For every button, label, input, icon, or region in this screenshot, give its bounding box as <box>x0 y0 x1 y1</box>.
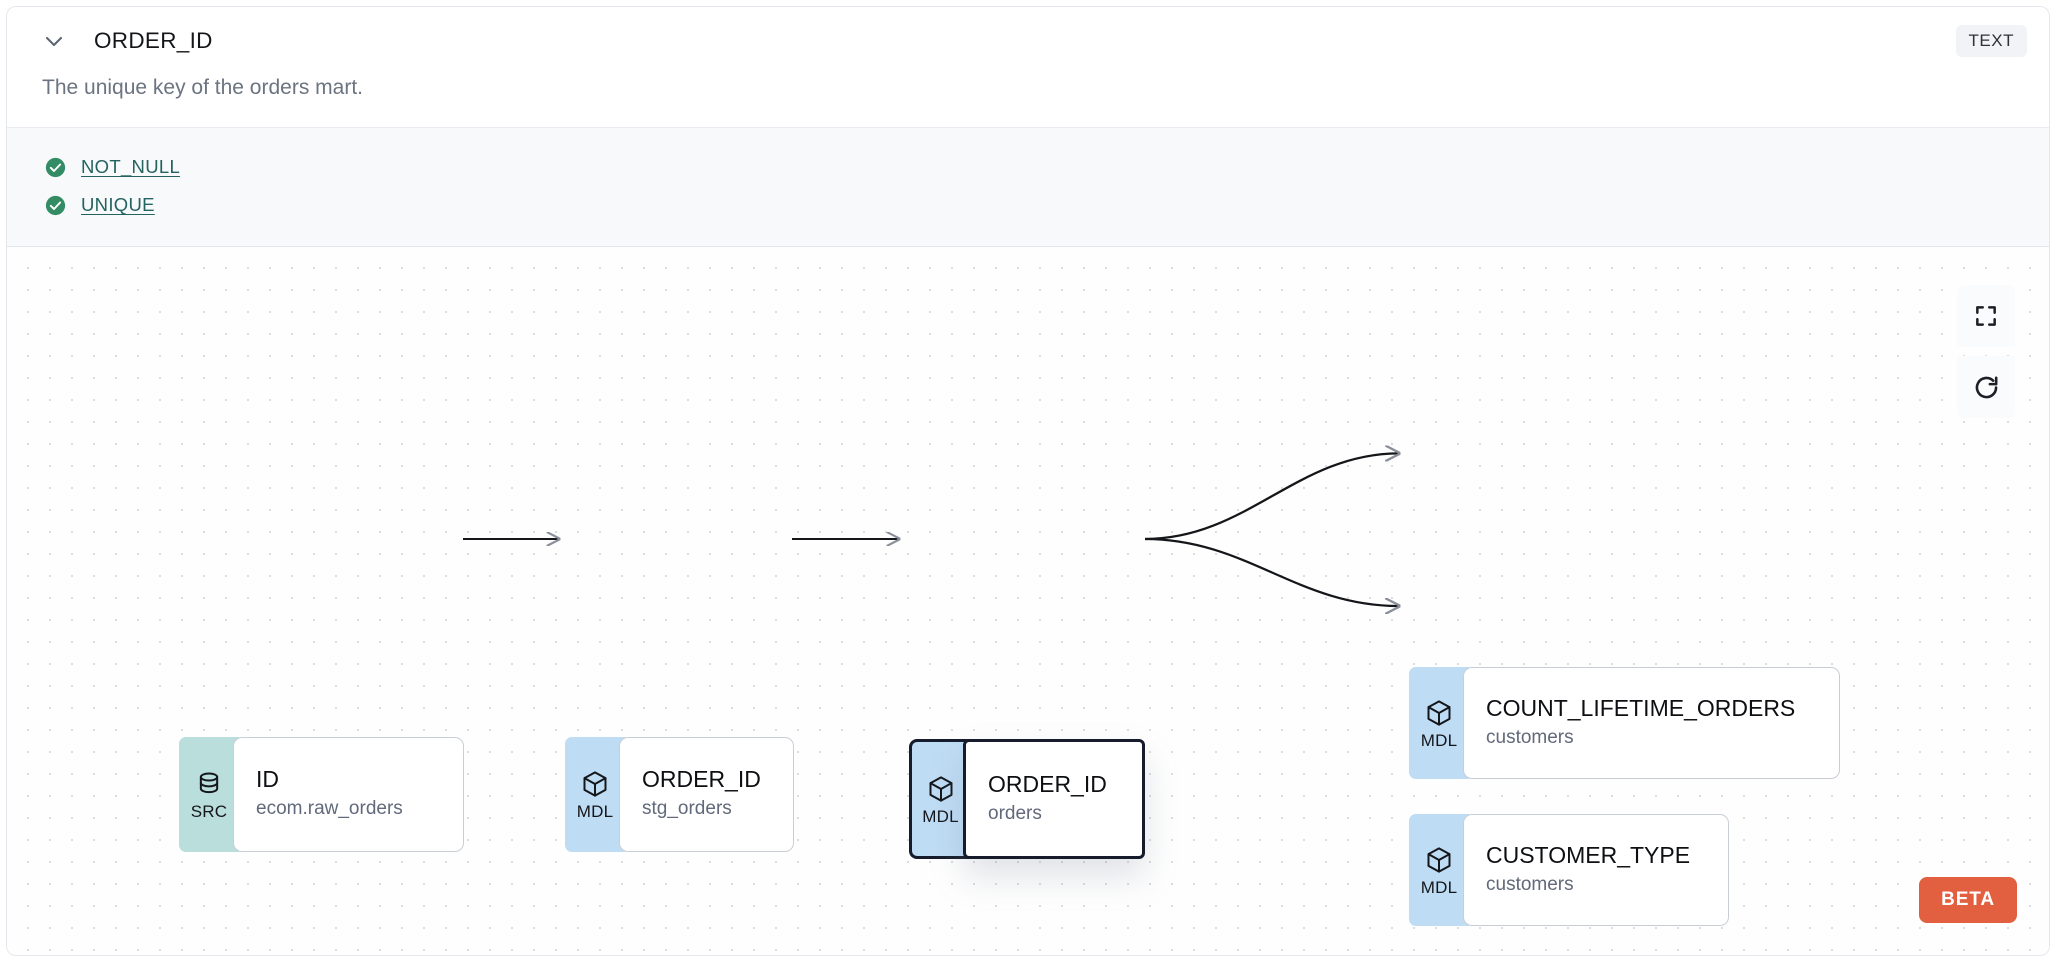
node-body: COUNT_LIFETIME_ORDERS customers <box>1463 667 1840 780</box>
tests-section: NOT_NULL UNIQUE <box>7 127 2049 248</box>
fit-screen-icon <box>1976 306 1996 327</box>
edge-orders-to-customer-type <box>1144 538 1399 606</box>
test-link-not-null[interactable]: NOT_NULL <box>81 156 181 178</box>
node-kind-label: SRC <box>190 802 228 822</box>
node-kind-label: MDL <box>1420 877 1458 897</box>
refresh-button[interactable] <box>1957 356 2015 419</box>
chevron-down-icon[interactable] <box>37 24 71 58</box>
node-column-name: ORDER_ID <box>642 766 761 793</box>
test-link-unique[interactable]: UNIQUE <box>81 194 155 216</box>
node-resource-name: customers <box>1486 873 1574 895</box>
lineage-node-stg-orders-order-id[interactable]: MDL ORDER_ID stg_orders <box>565 737 794 853</box>
node-resource-name: stg_orders <box>642 798 732 820</box>
refresh-icon <box>1975 376 1997 399</box>
node-body: ORDER_ID orders <box>963 739 1145 860</box>
lineage-node-customers-customer-type[interactable]: MDL CUSTOMER_TYPE customers <box>1409 814 1729 927</box>
lineage-canvas[interactable]: SRC ID ecom.raw_orders MDL <box>7 247 2049 955</box>
node-resource-name: orders <box>988 802 1042 824</box>
page-title: ORDER_ID <box>94 28 213 53</box>
node-body: ID ecom.raw_orders <box>233 737 464 853</box>
node-kind-badge: MDL <box>1409 814 1469 927</box>
lineage-node-customers-count-lifetime-orders[interactable]: MDL COUNT_LIFETIME_ORDERS customers <box>1409 667 1840 780</box>
cube-icon <box>1427 700 1451 726</box>
column-detail-card: ORDER_ID TEXT The unique key of the orde… <box>6 6 2050 956</box>
column-type-badge: TEXT <box>1955 25 2027 57</box>
node-kind-label: MDL <box>1420 730 1458 750</box>
beta-badge[interactable]: BETA <box>1919 877 2017 923</box>
node-kind-label: MDL <box>922 806 959 826</box>
node-resource-name: ecom.raw_orders <box>256 798 403 820</box>
node-column-name: COUNT_LIFETIME_ORDERS <box>1486 694 1796 721</box>
node-body: ORDER_ID stg_orders <box>619 737 794 853</box>
cube-icon <box>583 771 607 797</box>
node-column-name: ORDER_ID <box>988 770 1107 797</box>
edge-orders-to-count-lifetime-orders <box>1144 454 1399 541</box>
fit-view-button[interactable] <box>1957 285 2015 348</box>
cube-icon <box>1427 847 1451 873</box>
test-row: NOT_NULL <box>7 148 2049 186</box>
check-circle-icon <box>45 157 66 177</box>
node-column-name: CUSTOMER_TYPE <box>1486 841 1691 868</box>
node-body: CUSTOMER_TYPE customers <box>1463 814 1729 927</box>
lineage-node-orders-order-id[interactable]: MDL ORDER_ID orders <box>909 739 1145 860</box>
node-resource-name: customers <box>1486 726 1574 748</box>
node-kind-badge: MDL <box>909 739 969 860</box>
database-icon <box>199 772 219 794</box>
node-column-name: ID <box>256 766 279 793</box>
node-kind-badge: MDL <box>565 737 625 853</box>
card-header: ORDER_ID TEXT <box>7 7 2049 75</box>
test-row: UNIQUE <box>7 186 2049 224</box>
column-description: The unique key of the orders mart. <box>42 76 363 99</box>
node-kind-label: MDL <box>576 802 614 822</box>
lineage-node-src-id[interactable]: SRC ID ecom.raw_orders <box>179 737 464 853</box>
check-circle-icon <box>45 195 66 215</box>
node-kind-badge: MDL <box>1409 667 1469 780</box>
canvas-controls <box>1957 285 2015 419</box>
node-kind-badge: SRC <box>179 737 239 853</box>
cube-icon <box>929 776 952 802</box>
